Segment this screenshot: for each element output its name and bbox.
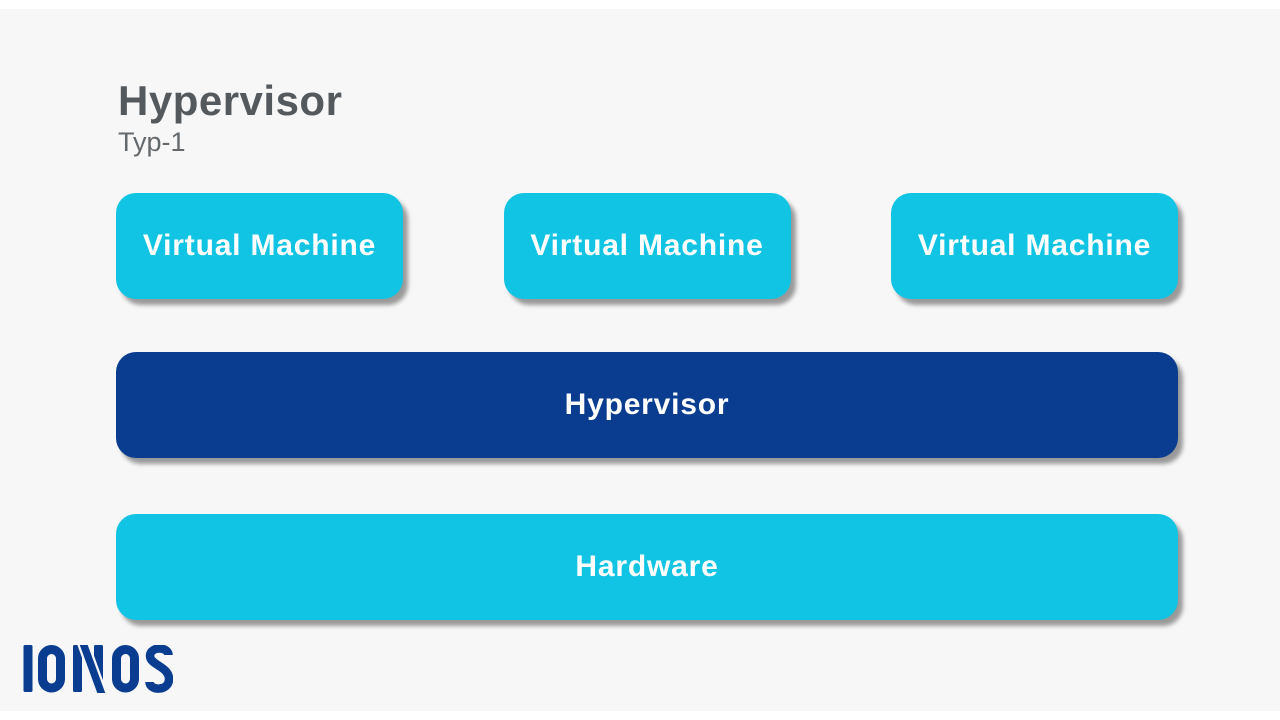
virtual-machine-box-3: Virtual Machine (891, 193, 1178, 299)
virtual-machine-box-2: Virtual Machine (503, 193, 791, 299)
vm-row: Virtual Machine Virtual Machine Virtual … (116, 193, 1178, 299)
logo-letter-s (145, 645, 173, 693)
virtual-machine-box-1: Virtual Machine (116, 193, 403, 299)
virtual-machine-label: Virtual Machine (530, 229, 764, 262)
header: Hypervisor Typ-1 (118, 80, 342, 156)
page-title: Hypervisor (118, 77, 343, 124)
hypervisor-box: Hypervisor (116, 352, 1178, 458)
hardware-box: Hardware (116, 514, 1178, 620)
virtual-machine-label: Virtual Machine (917, 229, 1152, 262)
page-subtitle: Typ-1 (118, 127, 186, 157)
ionos-logo (23, 645, 173, 693)
logo-letter-n (73, 645, 108, 693)
hypervisor-label: Hypervisor (564, 388, 730, 421)
logo-letter-o1 (38, 645, 65, 693)
virtual-machine-label: Virtual Machine (142, 229, 377, 262)
logo-letter-o2 (112, 645, 139, 693)
top-edge-strip (0, 0, 1280, 9)
logo-letter-i (23, 645, 33, 692)
hardware-label: Hardware (575, 550, 719, 583)
bottom-edge-strip (0, 711, 1280, 720)
